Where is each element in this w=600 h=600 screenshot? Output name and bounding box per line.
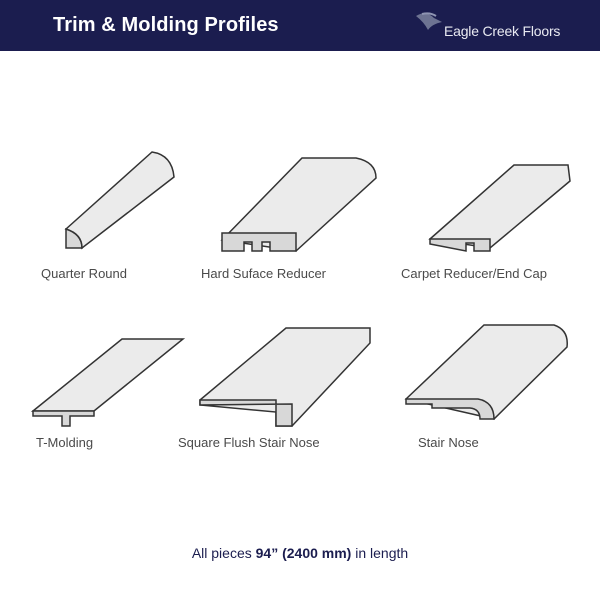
profile-label-stair-nose: Stair Nose [418, 435, 479, 450]
page-title: Trim & Molding Profiles [53, 14, 279, 36]
eagle-logo-icon [416, 12, 442, 30]
length-note-prefix: All pieces [191, 545, 256, 561]
profile-label-square-flush-stair-nose: Square Flush Stair Nose [178, 435, 320, 450]
profile-label-hard-surface-reducer: Hard Suface Reducer [201, 266, 327, 281]
header-bar: Trim & Molding Profiles Eagle Creek Floo… [0, 0, 600, 51]
profile-label-t-molding: T-Molding [36, 435, 94, 450]
profile-label-carpet-reducer: Carpet Reducer/End Cap [401, 266, 547, 281]
length-value: 94” (2400 mm) [255, 545, 352, 561]
brand-name: Eagle Creek Floors [444, 23, 561, 39]
length-note: All pieces 94” (2400 mm) in length [0, 545, 600, 561]
length-note-suffix: in length [351, 545, 409, 561]
profile-label-quarter-round: Quarter Round [41, 266, 127, 281]
